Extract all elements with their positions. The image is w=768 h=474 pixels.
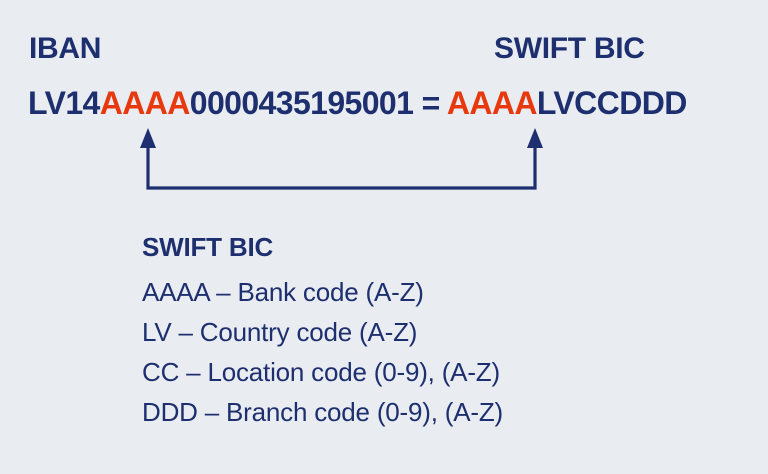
bic-suffix-text: LVCCDDD	[536, 85, 687, 121]
equals-sign: =	[413, 85, 447, 121]
legend-item-branch-code: DDD – Branch code (0-9), (A-Z)	[142, 397, 503, 427]
iban-bic-equivalence-line: LV14AAAA0000435195001 = AAAALVCCDDD	[28, 85, 687, 122]
legend-item-country-code: LV – Country code (A-Z)	[142, 317, 418, 347]
legend-item-bank-code: AAAA – Bank code (A-Z)	[142, 277, 424, 307]
swift-bic-legend: SWIFT BIC AAAA – Bank code (A-Z) LV – Co…	[142, 232, 503, 432]
legend-title: SWIFT BIC	[142, 232, 274, 262]
bank-code-link-arrows-icon	[140, 128, 543, 190]
iban-bank-code-text: AAAA	[99, 85, 191, 121]
legend-item-location-code: CC – Location code (0-9), (A-Z)	[142, 357, 500, 387]
iban-prefix-text: LV14	[28, 85, 100, 121]
iban-account-number-text: 0000435195001	[189, 85, 414, 121]
swift-bic-heading: SWIFT BIC	[494, 32, 645, 65]
right-arrowhead-icon	[527, 128, 543, 148]
bic-bank-code-text: AAAA	[446, 85, 538, 121]
iban-heading: IBAN	[29, 32, 102, 65]
left-arrowhead-icon	[140, 128, 156, 148]
connector-path	[146, 138, 537, 190]
